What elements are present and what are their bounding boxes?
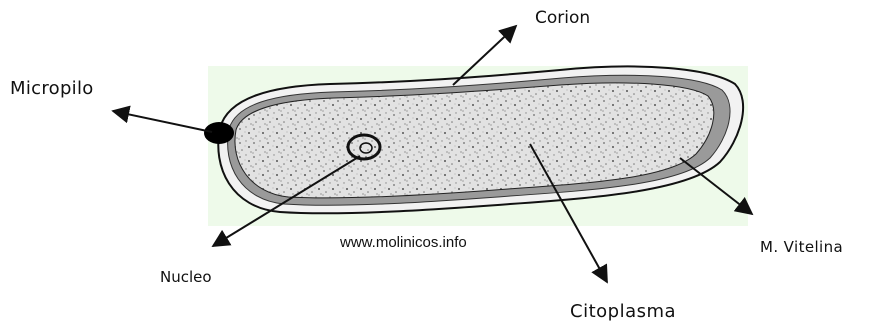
label-micropilo: Micropilo xyxy=(10,78,94,99)
label-citoplasma: Citoplasma xyxy=(570,301,676,322)
label-corion: Corion xyxy=(535,8,590,28)
label-vitelina: M. Vitelina xyxy=(760,238,843,256)
watermark-url: www.molinicos.info xyxy=(340,234,467,251)
micropyle xyxy=(204,122,234,144)
label-nucleo: Nucleo xyxy=(160,268,212,286)
micropilo-arrow xyxy=(113,111,212,132)
